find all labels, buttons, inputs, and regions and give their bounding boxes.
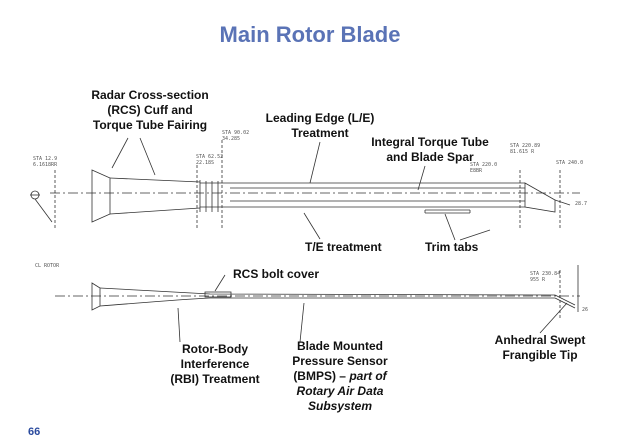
sta-g-text: STA 230.84	[530, 271, 560, 277]
sta-b2-text: 22.18S	[196, 160, 214, 166]
page-number: 66	[28, 426, 41, 438]
leader-lines	[111, 137, 568, 343]
sta-d-text: STA 220.0	[470, 162, 497, 168]
rcs-bolt-cover-shape	[204, 291, 232, 298]
dim-a-text: 28.7	[575, 201, 587, 207]
page-title: Main Rotor Blade	[219, 22, 401, 47]
profile-cuff-shape	[91, 282, 101, 311]
anhedral-tip-label: Anhedral Swept Frangible Tip	[494, 333, 586, 362]
torque-tube-label: Integral Torque Tube and Blade Spar	[371, 135, 489, 164]
drawing-annotations: STA 12.9 6.1618RR STA 62.52 22.18S STA 9…	[33, 130, 588, 313]
sta-g2-text: 955 R	[530, 277, 546, 283]
sta-a-text: STA 12.9	[33, 156, 57, 162]
blade-planform	[30, 140, 580, 230]
rbi-treatment-label: Rotor-Body Interference (RBI) Treatment	[170, 342, 260, 386]
swept-tip-shape	[524, 182, 556, 213]
bmps-label: Blade Mounted Pressure Sensor (BMPS) – p…	[292, 339, 388, 413]
sta-c2-text: 34.285	[222, 136, 240, 142]
sta-e-text: STA 220.89	[510, 143, 540, 149]
sta-e2-text: 81.615 R	[510, 149, 535, 155]
sta-c-text: STA 90.02	[222, 130, 249, 136]
leading-edge-label: Leading Edge (L/E) Treatment	[265, 111, 375, 140]
te-treatment-label: T/E treatment	[305, 240, 382, 254]
rcs-bolt-cover-label: RCS bolt cover	[233, 267, 320, 281]
trim-tabs-label: Trim tabs	[425, 240, 479, 254]
sta-b-text: STA 62.52	[196, 154, 223, 160]
dim-b-text: 26	[582, 307, 588, 313]
cl-rotor-text: CL ROTOR	[35, 263, 60, 269]
sta-d2-text: E8BR	[470, 168, 483, 174]
blade-profile	[55, 265, 580, 320]
sta-f-text: STA 240.0	[556, 160, 583, 166]
rcs-cuff-label: Radar Cross-section (RCS) Cuff and Torqu…	[91, 88, 209, 132]
sta-a2-text: 6.1618RR	[33, 162, 58, 168]
rcs-cuff-shape	[91, 169, 111, 223]
